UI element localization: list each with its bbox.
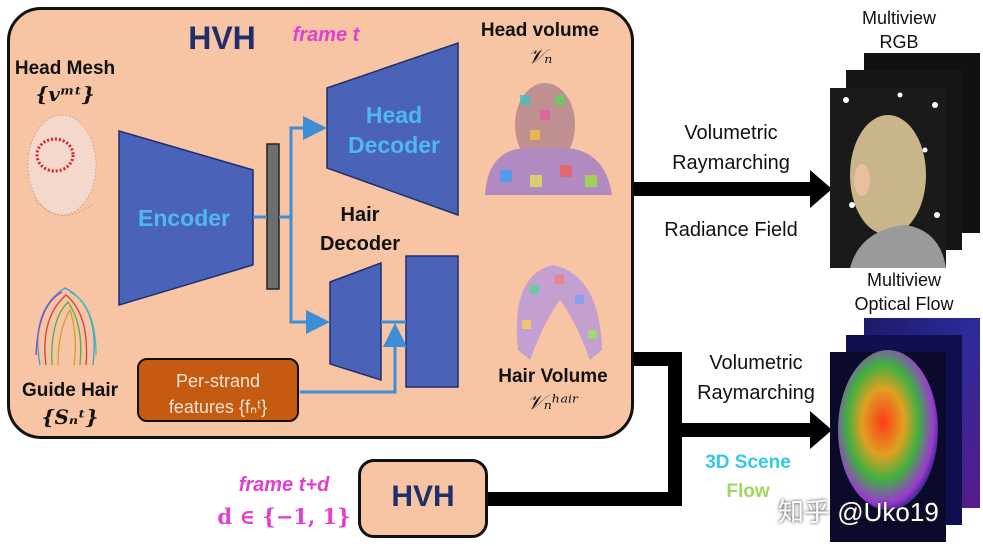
radiance-field-label: Radiance Field bbox=[664, 219, 798, 241]
head-volume-image bbox=[485, 83, 612, 195]
head-decoder-label-line1: Head bbox=[365, 102, 423, 128]
hair-decoder-output-block bbox=[405, 255, 459, 388]
head-volume-math: 𝒱ₙ bbox=[527, 44, 553, 68]
head-decoder-block bbox=[326, 41, 459, 217]
scene-flow-line1: 3D Scene bbox=[705, 452, 791, 473]
head-volume-label: Head volume bbox=[480, 20, 600, 41]
hair-decoder-label-line2: Decoder bbox=[319, 233, 401, 255]
hair-volume-label: Hair Volume bbox=[498, 366, 608, 387]
per-strand-line2: features {fₙᵗ} bbox=[168, 397, 268, 417]
hvh-title: HVH bbox=[188, 20, 256, 56]
multiview-optical-flow-image bbox=[830, 318, 980, 542]
multiview-flow-line2: Optical Flow bbox=[854, 294, 954, 314]
black-arrows bbox=[486, 170, 832, 506]
latent-bar bbox=[266, 143, 280, 290]
guide-hair-math: {Sₙᵗ} bbox=[41, 405, 99, 429]
head-decoder-label-line2: Decoder bbox=[347, 132, 441, 158]
hair-volume-math: 𝒱ₙʰᵃⁱʳ bbox=[527, 390, 579, 414]
hair-decoder-label-line1: Hair bbox=[340, 204, 380, 226]
multiview-flow-line1: Multiview bbox=[866, 270, 942, 290]
frame-t-label: frame t bbox=[292, 24, 360, 46]
raymarch1-line1: Volumetric bbox=[684, 122, 778, 144]
per-strand-features-box: Per-strand features {fₙᵗ} bbox=[137, 358, 299, 422]
frame-td-label: frame t+d bbox=[238, 474, 330, 496]
hvh-main-panel bbox=[7, 7, 634, 439]
raymarch1-line2: Raymarching bbox=[672, 152, 790, 174]
encoder-label: Encoder bbox=[137, 205, 231, 231]
multiview-rgb-line1: Multiview bbox=[861, 8, 937, 28]
multiview-rgb-image bbox=[830, 53, 980, 268]
hvh-small-box: HVH bbox=[358, 459, 488, 538]
raymarch2-line2: Raymarching bbox=[697, 382, 815, 404]
hair-volume-image bbox=[516, 265, 602, 360]
guide-hair-label: Guide Hair bbox=[21, 380, 119, 401]
multiview-rgb-line2: RGB bbox=[879, 32, 919, 52]
raymarch2-line1: Volumetric bbox=[709, 352, 803, 374]
head-mesh-label: Head Mesh bbox=[14, 58, 116, 79]
watermark: 知乎 @Uko19 bbox=[778, 497, 939, 527]
guide-hair-image bbox=[35, 287, 97, 366]
hair-decoder-block bbox=[329, 261, 382, 382]
head-mesh-math: {vᵐᵗ} bbox=[35, 82, 95, 106]
encoder-block bbox=[118, 130, 254, 307]
blue-arrows bbox=[253, 116, 407, 394]
hvh-small-title: HVH bbox=[391, 480, 455, 513]
per-strand-line1: Per-strand bbox=[175, 371, 261, 391]
d-set-label: d ∈ {−1, 1} bbox=[217, 504, 351, 529]
head-mesh-image bbox=[27, 114, 97, 216]
scene-flow-line2: Flow bbox=[726, 481, 770, 502]
